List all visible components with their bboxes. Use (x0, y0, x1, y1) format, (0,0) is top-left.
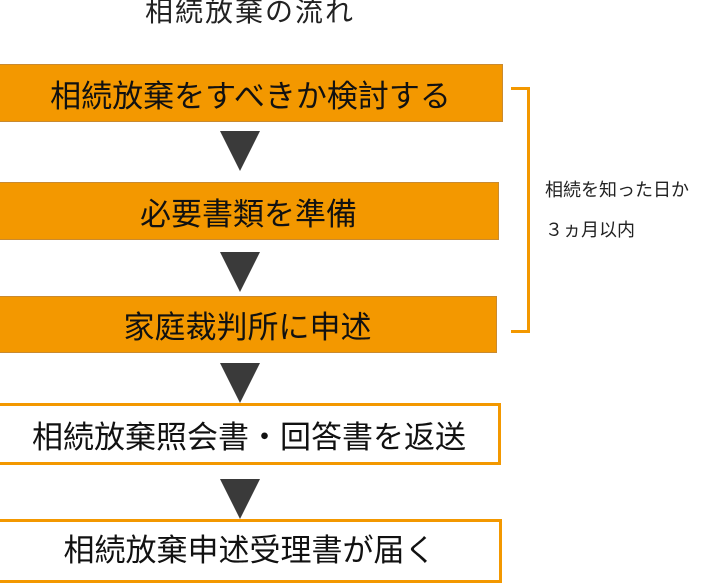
down-arrow-icon (220, 479, 260, 519)
deadline-note-line1: 相続を知った日か (545, 180, 689, 201)
step-5-receive-certificate: 相続放棄申述受理書が届く (0, 519, 502, 583)
diagram-title: 相続放棄の流れ (144, 0, 355, 28)
down-arrow-icon (220, 131, 260, 171)
step-1-consider: 相続放棄をすべきか検討する (0, 64, 503, 122)
step-3-file-court: 家庭裁判所に申述 (0, 296, 497, 353)
step-2-prepare-documents: 必要書類を準備 (0, 182, 499, 240)
down-arrow-icon (220, 363, 260, 403)
down-arrow-icon (220, 252, 260, 292)
deadline-note-line2: ３ヵ月以内 (545, 220, 635, 241)
step-4-return-inquiry: 相続放棄照会書・回答書を返送 (0, 403, 501, 465)
period-bracket (511, 87, 530, 333)
